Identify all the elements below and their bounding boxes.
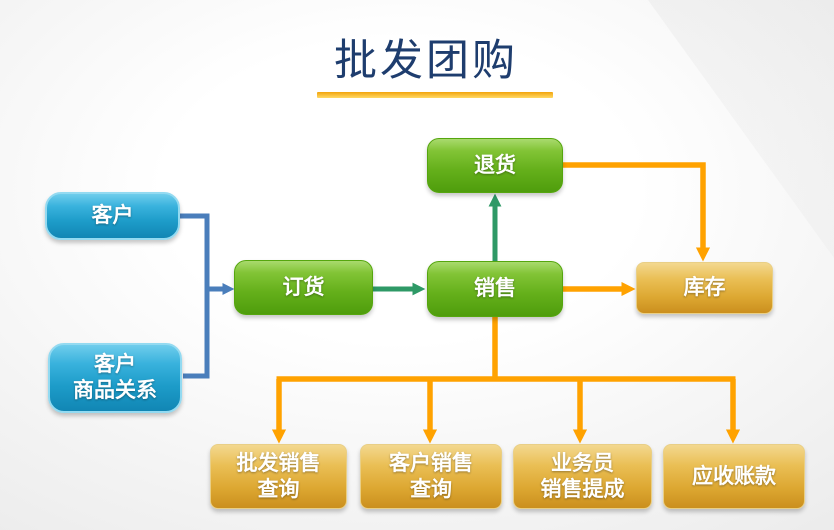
- node-ordering: 订货: [234, 260, 373, 315]
- node-returns: 退货: [427, 138, 563, 193]
- node-customer-sales-query: 客户销售 查询: [360, 444, 502, 509]
- node-customer-product-relation: 客户 商品关系: [48, 343, 182, 413]
- node-accounts-receivable: 应收账款: [663, 444, 805, 509]
- node-inventory: 库存: [636, 262, 773, 314]
- title-underline: [317, 92, 553, 98]
- node-customer: 客户: [45, 192, 180, 240]
- node-wholesale-sales-query: 批发销售 查询: [210, 444, 347, 509]
- edge-customers-elbow: [180, 213, 210, 379]
- node-sales: 销售: [427, 261, 563, 317]
- page-title: 批发团购: [334, 38, 518, 85]
- node-salesman-sales-commission: 业务员 销售提成: [513, 444, 652, 509]
- edge-returns-to-inventory: [563, 162, 711, 262]
